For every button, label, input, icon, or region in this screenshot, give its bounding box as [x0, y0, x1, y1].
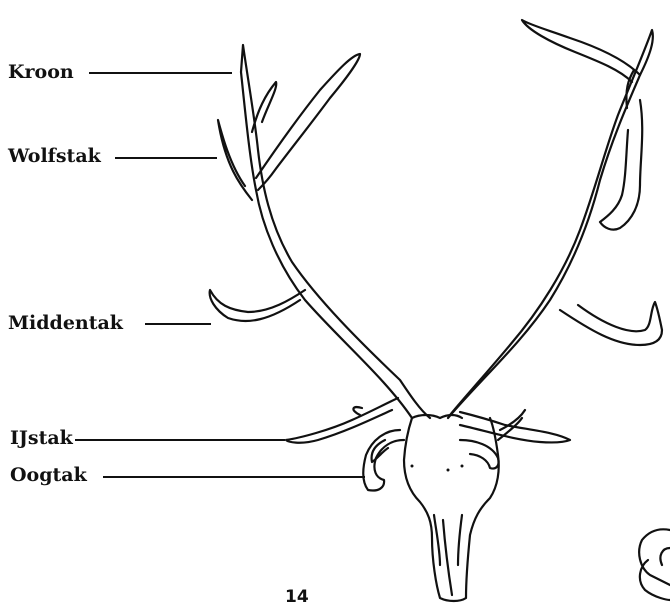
partial-antler-drawing-2	[660, 548, 670, 565]
left-oogtak-tine	[363, 430, 404, 491]
partial-antler-drawing	[639, 529, 670, 585]
label-kroon: Kroon	[8, 63, 74, 82]
left-antler-beam	[241, 45, 430, 418]
leader-oogtak	[103, 476, 365, 478]
leader-wolfstak	[115, 157, 217, 159]
right-antler-beam	[448, 30, 653, 418]
right-oogtak-tine	[460, 440, 499, 469]
skull-top	[412, 415, 462, 418]
skull-nose	[443, 520, 452, 595]
skull-nose-left	[434, 515, 440, 565]
label-oogtak: Oogtak	[10, 466, 87, 485]
skull-nose-right	[458, 515, 462, 565]
right-ijstak-tine	[460, 412, 570, 442]
right-middentak-tine	[560, 302, 662, 345]
left-kroon-tine	[256, 54, 360, 190]
leader-ijstak	[75, 439, 285, 441]
left-ijstak-knob	[353, 407, 362, 415]
label-middentak: Middentak	[8, 314, 123, 333]
page-number: 14	[285, 587, 309, 607]
label-ijstak: IJstak	[10, 429, 73, 448]
right-antler-upper	[522, 20, 640, 82]
left-middentak-tine	[210, 290, 305, 321]
skull-dot	[447, 469, 450, 472]
label-wolfstak: Wolfstak	[8, 147, 101, 166]
left-eye-dot	[411, 465, 414, 468]
right-eye-dot	[461, 465, 464, 468]
partial-antler-drawing-3	[640, 560, 670, 600]
leader-kroon	[89, 72, 232, 74]
leader-middentak	[145, 323, 211, 325]
